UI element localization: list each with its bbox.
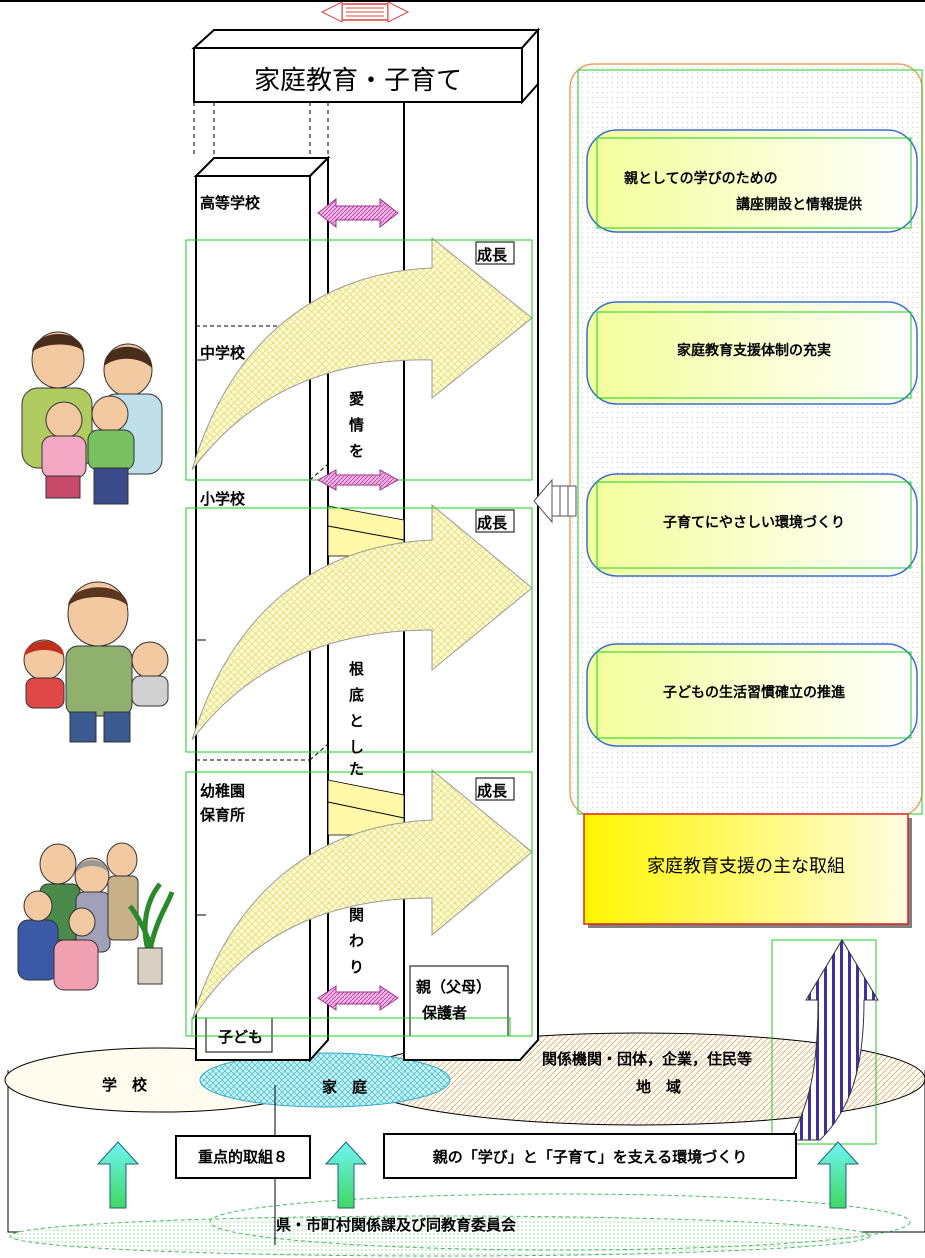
stage-elementary: 小学校: [200, 490, 246, 508]
priority-label: 重点的取組８: [197, 1148, 288, 1166]
phrase-char: し: [349, 738, 365, 756]
home-label: 家 庭: [322, 1078, 368, 1096]
priority-box: [175, 1135, 311, 1179]
left-arrow-icon: [533, 478, 577, 524]
tower-title: 家庭教育・子育て: [253, 66, 462, 96]
phrase-char: た: [349, 760, 365, 778]
top-arrow-icon: [320, 1, 410, 23]
phrase-char: 底: [349, 686, 365, 704]
growth-arrow-3: [191, 768, 533, 1021]
measures-caption-box: [583, 813, 912, 928]
growth-label-1: 成長: [477, 246, 508, 264]
region-label: 地 域: [636, 1078, 682, 1096]
phrase-char: り: [349, 958, 365, 976]
stage-high-school: 高等学校: [200, 194, 261, 212]
stage-kindergarten: 幼稚園: [200, 782, 246, 800]
stage-nursery: 保育所: [200, 806, 246, 824]
phrase-char: わ: [349, 932, 365, 950]
growth-label-3: 成長: [477, 782, 508, 800]
phrase-char: 根: [349, 660, 365, 678]
phrase-char: 愛: [349, 390, 365, 408]
theme-box: [383, 1133, 797, 1179]
up-arrow-icon: [96, 1141, 860, 1209]
measure-box-1: [586, 129, 918, 233]
phrase-char: 関: [349, 906, 365, 924]
measure-box-3: [586, 473, 918, 577]
measures-caption: 家庭教育支援の主な取組: [647, 856, 845, 877]
community-label: 関係機関・団体，企業，住民等: [542, 1050, 753, 1068]
foundation-label: 県・市町村関係課及び同教育委員会: [276, 1216, 517, 1234]
measure-1-line2: 講座開設と情報提供: [736, 197, 862, 213]
phrase-char: を: [349, 442, 365, 460]
growth-label-2: 成長: [477, 514, 508, 532]
theme-label: 親の「学び」と「子育て」を支える環境づくり: [432, 1148, 748, 1166]
up-curved-arrow-icon: [789, 939, 879, 1141]
growth-arrow-1: [191, 236, 533, 471]
measure-2: 家庭教育支援体制の充実: [677, 343, 831, 359]
tower: [191, 27, 541, 1063]
parent-label: 親（父母）: [416, 978, 492, 996]
stage-middle-school: 中学校: [200, 344, 246, 362]
measure-3: 子育てにやさしい環境づくり: [663, 515, 845, 531]
guardian-label: 保護者: [422, 1004, 468, 1022]
school-label: 学 校: [102, 1076, 148, 1094]
growth-arrow-2: [191, 503, 533, 741]
phrase-char: 情: [349, 416, 365, 434]
measure-box-4: [586, 643, 918, 747]
measure-1-line1: 親としての学びのための: [624, 171, 778, 187]
child-label: 子ども: [218, 1028, 264, 1046]
family-illustration-3: [17, 842, 175, 991]
double-arrow-icon: [316, 197, 400, 1011]
measure-box-2: [586, 301, 918, 405]
family-illustration-1: [21, 331, 163, 505]
measure-4: 子どもの生活習慣確立の推進: [663, 685, 845, 701]
phrase-char: と: [349, 712, 365, 730]
family-illustration-2: [23, 581, 169, 743]
